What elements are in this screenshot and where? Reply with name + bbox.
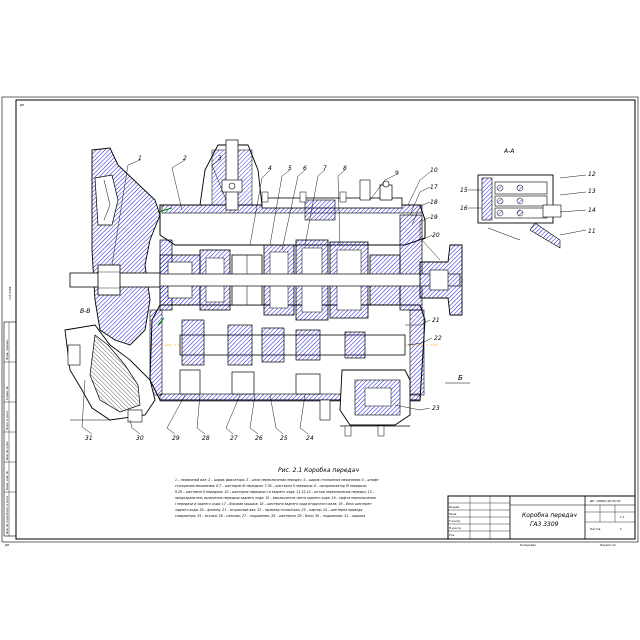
tb-role-tcontrol: Т.контр. — [448, 519, 461, 523]
inner-frame — [15, 99, 636, 540]
part-label-22: 22 — [434, 335, 442, 342]
part-label-12: 12 — [588, 171, 596, 178]
stamp-item-6: Инв. № подл. — [5, 515, 9, 534]
part-label-16: 16 — [460, 205, 468, 212]
caption-title: Рис. 2.1 Коробка передач — [278, 467, 359, 474]
part-label-30: 30 — [136, 435, 144, 442]
part-label-26: 26 — [255, 435, 263, 442]
part-label-29: 29 — [172, 435, 180, 442]
left-stamp: Перв. примен. Справ. № Подп. и дата Инв.… — [3, 321, 17, 537]
tb-doc-number: ДП. 190601.00.00 СБ — [590, 499, 620, 503]
part-label-18: 18 — [430, 199, 438, 206]
tb-role-ncontrol: Н.контр. — [449, 526, 462, 530]
left-margin-text: ГАЗ 3309 — [8, 286, 12, 300]
part-label-24: 24 — [306, 435, 314, 442]
caption-line-1: стопорения механизма; 6,7 – шестерни III… — [175, 484, 367, 488]
section-b-label: Б — [458, 374, 463, 382]
leader-lines — [81, 159, 587, 435]
part-label-13: 13 — [588, 188, 596, 195]
part-label-6: 6 — [303, 165, 307, 172]
title-block — [447, 495, 636, 540]
tb-sheet-label: Листов — [590, 527, 601, 531]
part-label-10: 10 — [430, 167, 438, 174]
tb-scale: 1:1 — [620, 515, 625, 519]
part-label-8: 8 — [343, 165, 347, 172]
part-label-2: 2 — [183, 155, 187, 162]
part-label-21: 21 — [432, 317, 440, 324]
caption-line-0: 1 – первичный вал; 2 – шарик фиксатора; … — [175, 478, 379, 482]
tb-role-developed: Разраб. — [449, 505, 460, 509]
part-label-1: 1 — [138, 155, 142, 162]
tb-title-line1: Коробка передач — [522, 512, 577, 519]
part-label-9: 9 — [395, 170, 399, 177]
tb-role-checked: Пров. — [449, 512, 457, 516]
tb-title-line2: ГАЗ 3309 — [530, 521, 559, 528]
stamp-item-4: Взам. инв. № — [5, 471, 9, 490]
part-label-27: 27 — [230, 435, 238, 442]
stamp-item-1: Справ. № — [5, 386, 9, 400]
counter-shaft — [179, 334, 406, 356]
stamp-item-0: Перв. примен. — [5, 339, 9, 360]
caption-line-3: предохранитель включения передачи заднег… — [175, 496, 376, 500]
part-label-31: 31 — [85, 435, 93, 442]
part-label-3: 3 — [218, 155, 222, 162]
caption-line-2: 9,29 – шестерня II передачи; 10 – шестер… — [175, 490, 375, 494]
part-label-25: 25 — [280, 435, 288, 442]
clutch-fork — [94, 174, 119, 226]
stamp-item-3: Инв. № дубл. — [5, 441, 9, 460]
top-left-code: ДП — [20, 103, 24, 107]
bottom-left-code: ДП — [5, 543, 9, 547]
caption-line-6: спидометра; 25 – втулка; 26 – сальник; 2… — [175, 514, 365, 518]
tb-sheet-value: 1 — [620, 527, 622, 531]
tb-role-approved: Утв. — [449, 533, 455, 537]
part-label-15: 15 — [460, 187, 468, 194]
part-label-28: 28 — [202, 435, 210, 442]
part-label-7: 7 — [323, 165, 327, 172]
part-label-4: 4 — [268, 165, 272, 172]
stamp-item-2: Подп. и дата — [5, 411, 9, 430]
section-v-v — [64, 324, 156, 423]
caption-line-5: заднего хода; 20 – фланец; 21 – вторичны… — [175, 508, 362, 512]
section-a-a — [477, 174, 562, 249]
output-shaft — [159, 273, 461, 287]
part-label-14: 14 — [588, 207, 596, 214]
section-v-title: В-В — [80, 308, 90, 315]
part-label-11: 11 — [588, 228, 596, 235]
part-label-17: 17 — [430, 184, 438, 191]
part-label-23: 23 — [432, 405, 440, 412]
part-label-19: 19 — [430, 214, 438, 221]
caption-block: Рис. 2.1 Коробка передач 1 – первичный в… — [175, 467, 379, 518]
outer-frame — [1, 96, 639, 543]
tb-format: Формат А1 — [600, 543, 616, 547]
gearbox-main-section — [69, 139, 465, 437]
tb-copied: Копировал — [520, 543, 536, 547]
part-label-20: 20 — [432, 232, 440, 239]
part-label-5: 5 — [288, 165, 292, 172]
part-numbers: 1 2 3 4 5 6 7 8 9 10 11 12 13 14 15 16 1… — [85, 155, 596, 442]
stamp-item-5: Подп. и дата — [5, 496, 9, 515]
section-a-title: А-А — [503, 148, 514, 155]
caption-line-4: I передачи и заднего хода; 17 – боковая … — [175, 502, 371, 506]
